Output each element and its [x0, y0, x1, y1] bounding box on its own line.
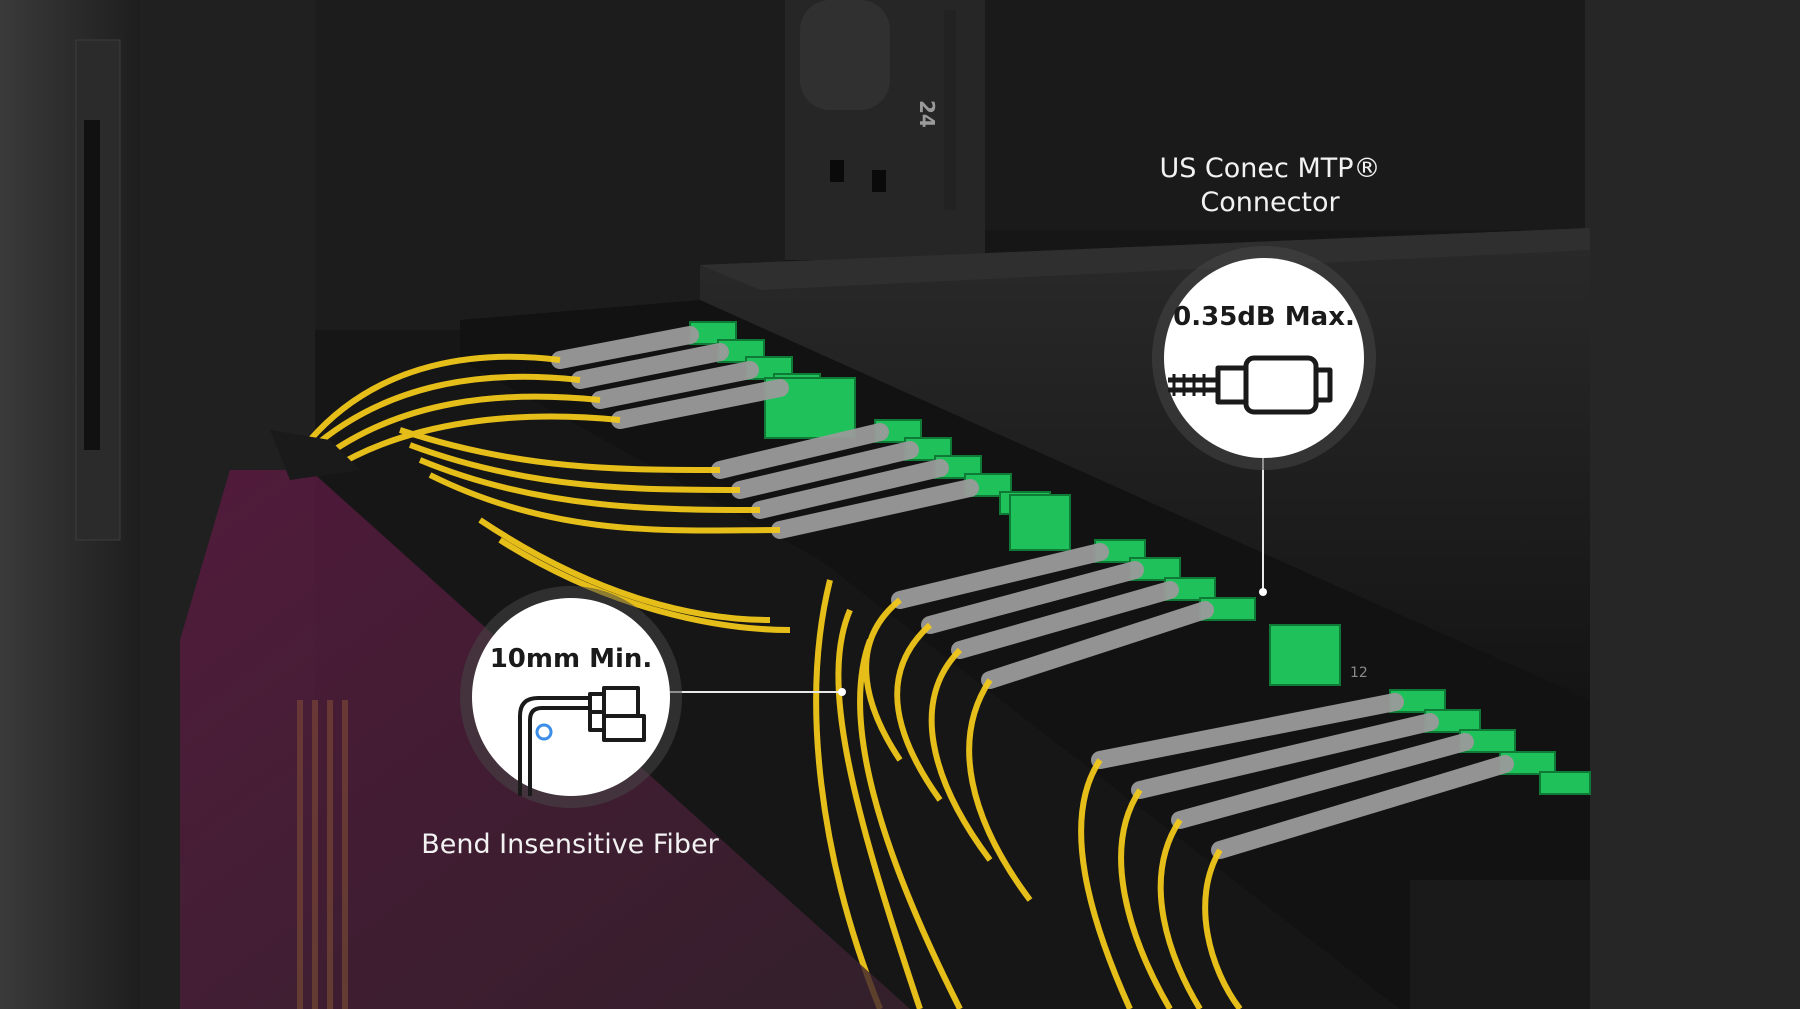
connector-title-line2: Connector	[1200, 187, 1340, 218]
connector-title-line1: US Conec MTP®	[1159, 153, 1381, 184]
port-count-marking: 12	[1350, 665, 1368, 681]
connector-callout-title: US Conec MTP® Connector	[1120, 152, 1420, 220]
bend-fiber-icon	[518, 686, 646, 796]
fiber-badge-text: 10mm Min.	[489, 644, 653, 674]
connector-badge-text: 0.35dB Max.	[1173, 302, 1355, 332]
fiber-badge-bubble: 10mm Min.	[472, 598, 670, 796]
mtp-connector-icon	[1168, 355, 1333, 415]
fiber-callout-title: Bend Insensitive Fiber	[421, 829, 719, 860]
connector-badge-bubble: 0.35dB Max.	[1164, 258, 1364, 458]
rack-unit-marking: 24	[915, 100, 939, 128]
